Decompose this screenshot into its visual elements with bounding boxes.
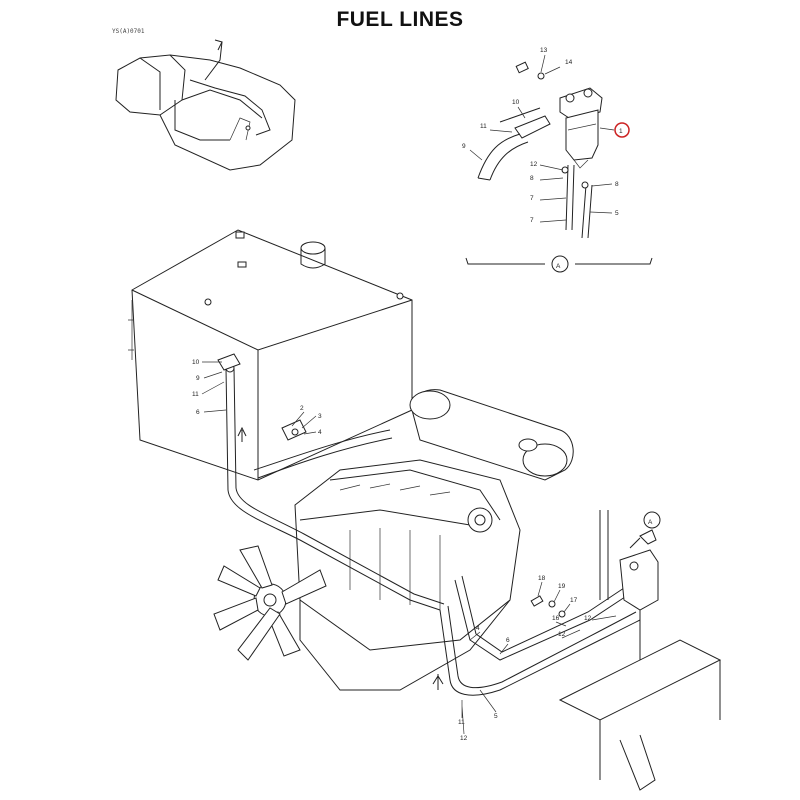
svg-text:16: 16: [552, 615, 560, 622]
svg-text:10: 10: [512, 99, 520, 106]
view-a-marker: [643, 511, 661, 529]
detail-a-fuel-filter: A 13 14 10 11 9 1 12 8 7 7 8 5: [462, 47, 653, 273]
filter-callouts: 18 19 17 16 12 12 4 6 5 11 12: [458, 575, 617, 742]
detail-a-label-circle: [551, 255, 569, 273]
svg-text:11: 11: [458, 719, 465, 726]
svg-text:18: 18: [538, 575, 546, 582]
svg-text:9: 9: [462, 143, 466, 150]
svg-text:17: 17: [570, 597, 578, 604]
svg-text:6: 6: [506, 637, 510, 644]
tank-callouts: 10 9 11 6 2 3 4: [192, 359, 322, 436]
svg-text:1: 1: [619, 128, 623, 135]
svg-text:7: 7: [530, 195, 534, 202]
svg-text:12: 12: [530, 161, 538, 168]
machine-overview-thumbnail: [115, 39, 296, 171]
svg-text:6: 6: [196, 409, 200, 416]
svg-text:11: 11: [480, 123, 487, 130]
svg-text:9: 9: [196, 375, 200, 382]
detail-a-label: A: [556, 263, 561, 270]
fuel-tank: [128, 229, 413, 481]
svg-text:2: 2: [300, 405, 304, 412]
detail-callouts: 13 14 10 11 9 1 12 8 7 7 8 5: [462, 47, 623, 224]
svg-text:3: 3: [318, 413, 322, 420]
svg-text:14: 14: [565, 59, 573, 66]
svg-text:8: 8: [530, 175, 534, 182]
svg-text:11: 11: [192, 391, 199, 398]
svg-text:5: 5: [494, 713, 498, 720]
svg-text:13: 13: [540, 47, 548, 54]
svg-text:4: 4: [476, 625, 480, 632]
engine-assembly: [213, 389, 574, 691]
svg-text:12: 12: [460, 735, 468, 742]
svg-text:19: 19: [558, 583, 566, 590]
svg-text:12: 12: [584, 615, 592, 622]
svg-text:A: A: [648, 519, 653, 526]
svg-text:12: 12: [558, 631, 566, 638]
svg-text:8: 8: [615, 181, 619, 188]
svg-text:5: 5: [615, 210, 619, 217]
svg-text:4: 4: [318, 429, 322, 436]
svg-text:10: 10: [192, 359, 200, 366]
highlight-marker: [614, 122, 630, 138]
diagram-title: FUEL LINES: [336, 8, 464, 31]
reference-code: YS(A)0701: [112, 28, 145, 35]
cooling-fan: [213, 545, 327, 661]
fuel-line-pipes: A: [217, 353, 722, 791]
svg-text:7: 7: [530, 217, 534, 224]
